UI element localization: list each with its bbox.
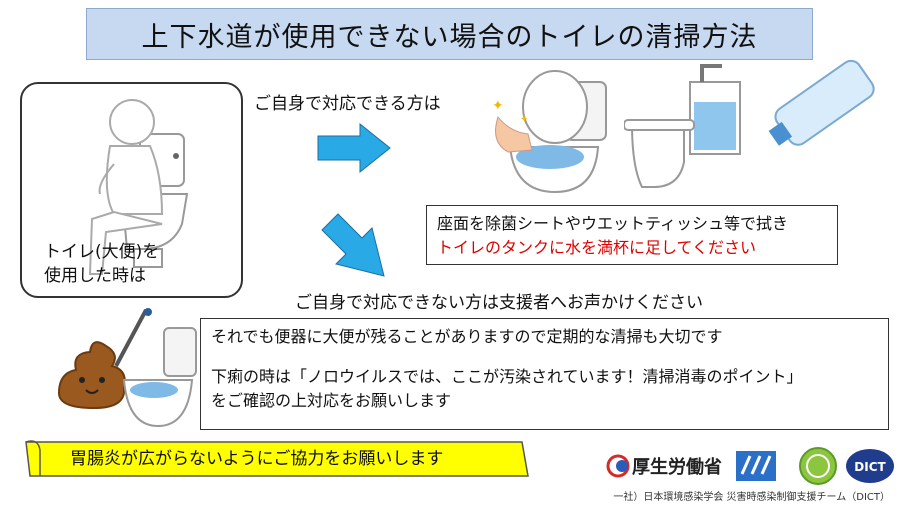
note-regular-line3: をご確認の上対応をお願いします — [211, 391, 452, 410]
branch-self-label: ご自身で対応できる方は — [254, 94, 441, 114]
arrow-right-icon — [317, 122, 391, 174]
organization-credit: 一社）日本環境感染学会 災害時感染制御支援チーム（DICT） — [613, 492, 890, 503]
mhlw-logo: 厚生労働省 — [606, 454, 722, 478]
person-caption-line1: トイレ(大便)を — [44, 242, 160, 262]
note-self-line1: 座面を除菌シートやウエットティッシュ等で拭き — [437, 214, 789, 233]
tank-refill-illustration — [624, 59, 875, 188]
person-caption-line2: 使用した時は — [44, 266, 146, 286]
organization-logos: 厚生労働省 DICT — [606, 447, 894, 485]
svg-text:✦: ✦ — [492, 98, 504, 114]
arrow-down-right-icon — [321, 213, 385, 277]
poop-and-brush-illustration — [57, 308, 197, 428]
society-logo — [736, 451, 776, 481]
page-title: 上下水道が使用できない場合のトイレの清掃方法 — [86, 8, 813, 60]
note-self-line2-red: トイレのタンクに水を満杯に足してください — [437, 238, 757, 257]
logo-row: 厚生労働省 DICT — [600, 446, 900, 486]
person-on-toilet-illustration — [88, 99, 189, 275]
note-regular-line2: 下痢の時は「ノロウイルスでは、ここが汚染されています！清掃消毒のポイント」 — [211, 367, 803, 386]
note-self-instructions: 座面を除菌シートやウエットティッシュ等で拭き トイレのタンクに水を満杯に足してく… — [426, 205, 838, 265]
mhlw-logo-text: 厚生労働省 — [632, 456, 722, 478]
svg-text:✦: ✦ — [520, 114, 528, 125]
banner-scroll-shape — [25, 440, 529, 477]
note-regular-line1: それでも便器に大便が残ることがありますので定期的な清掃も大切です — [211, 327, 723, 346]
dict-logo: DICT — [846, 449, 894, 483]
wiping-toilet-illustration: ✦ ✦ — [492, 70, 607, 194]
green-round-logo — [799, 447, 837, 485]
note-regular-cleaning: それでも便器に大便が残ることがありますので定期的な清掃も大切です 下痢の時は「ノ… — [200, 318, 889, 430]
person-panel — [20, 82, 243, 298]
person-caption: トイレ(大便)を 使用した時は — [44, 240, 159, 288]
dict-logo-text: DICT — [854, 460, 886, 474]
banner-text: 胃腸炎が広がらないようにご協力をお願いします — [70, 449, 444, 469]
branch-help-label: ご自身で対応できない方は支援者へお声かけください — [295, 293, 703, 313]
